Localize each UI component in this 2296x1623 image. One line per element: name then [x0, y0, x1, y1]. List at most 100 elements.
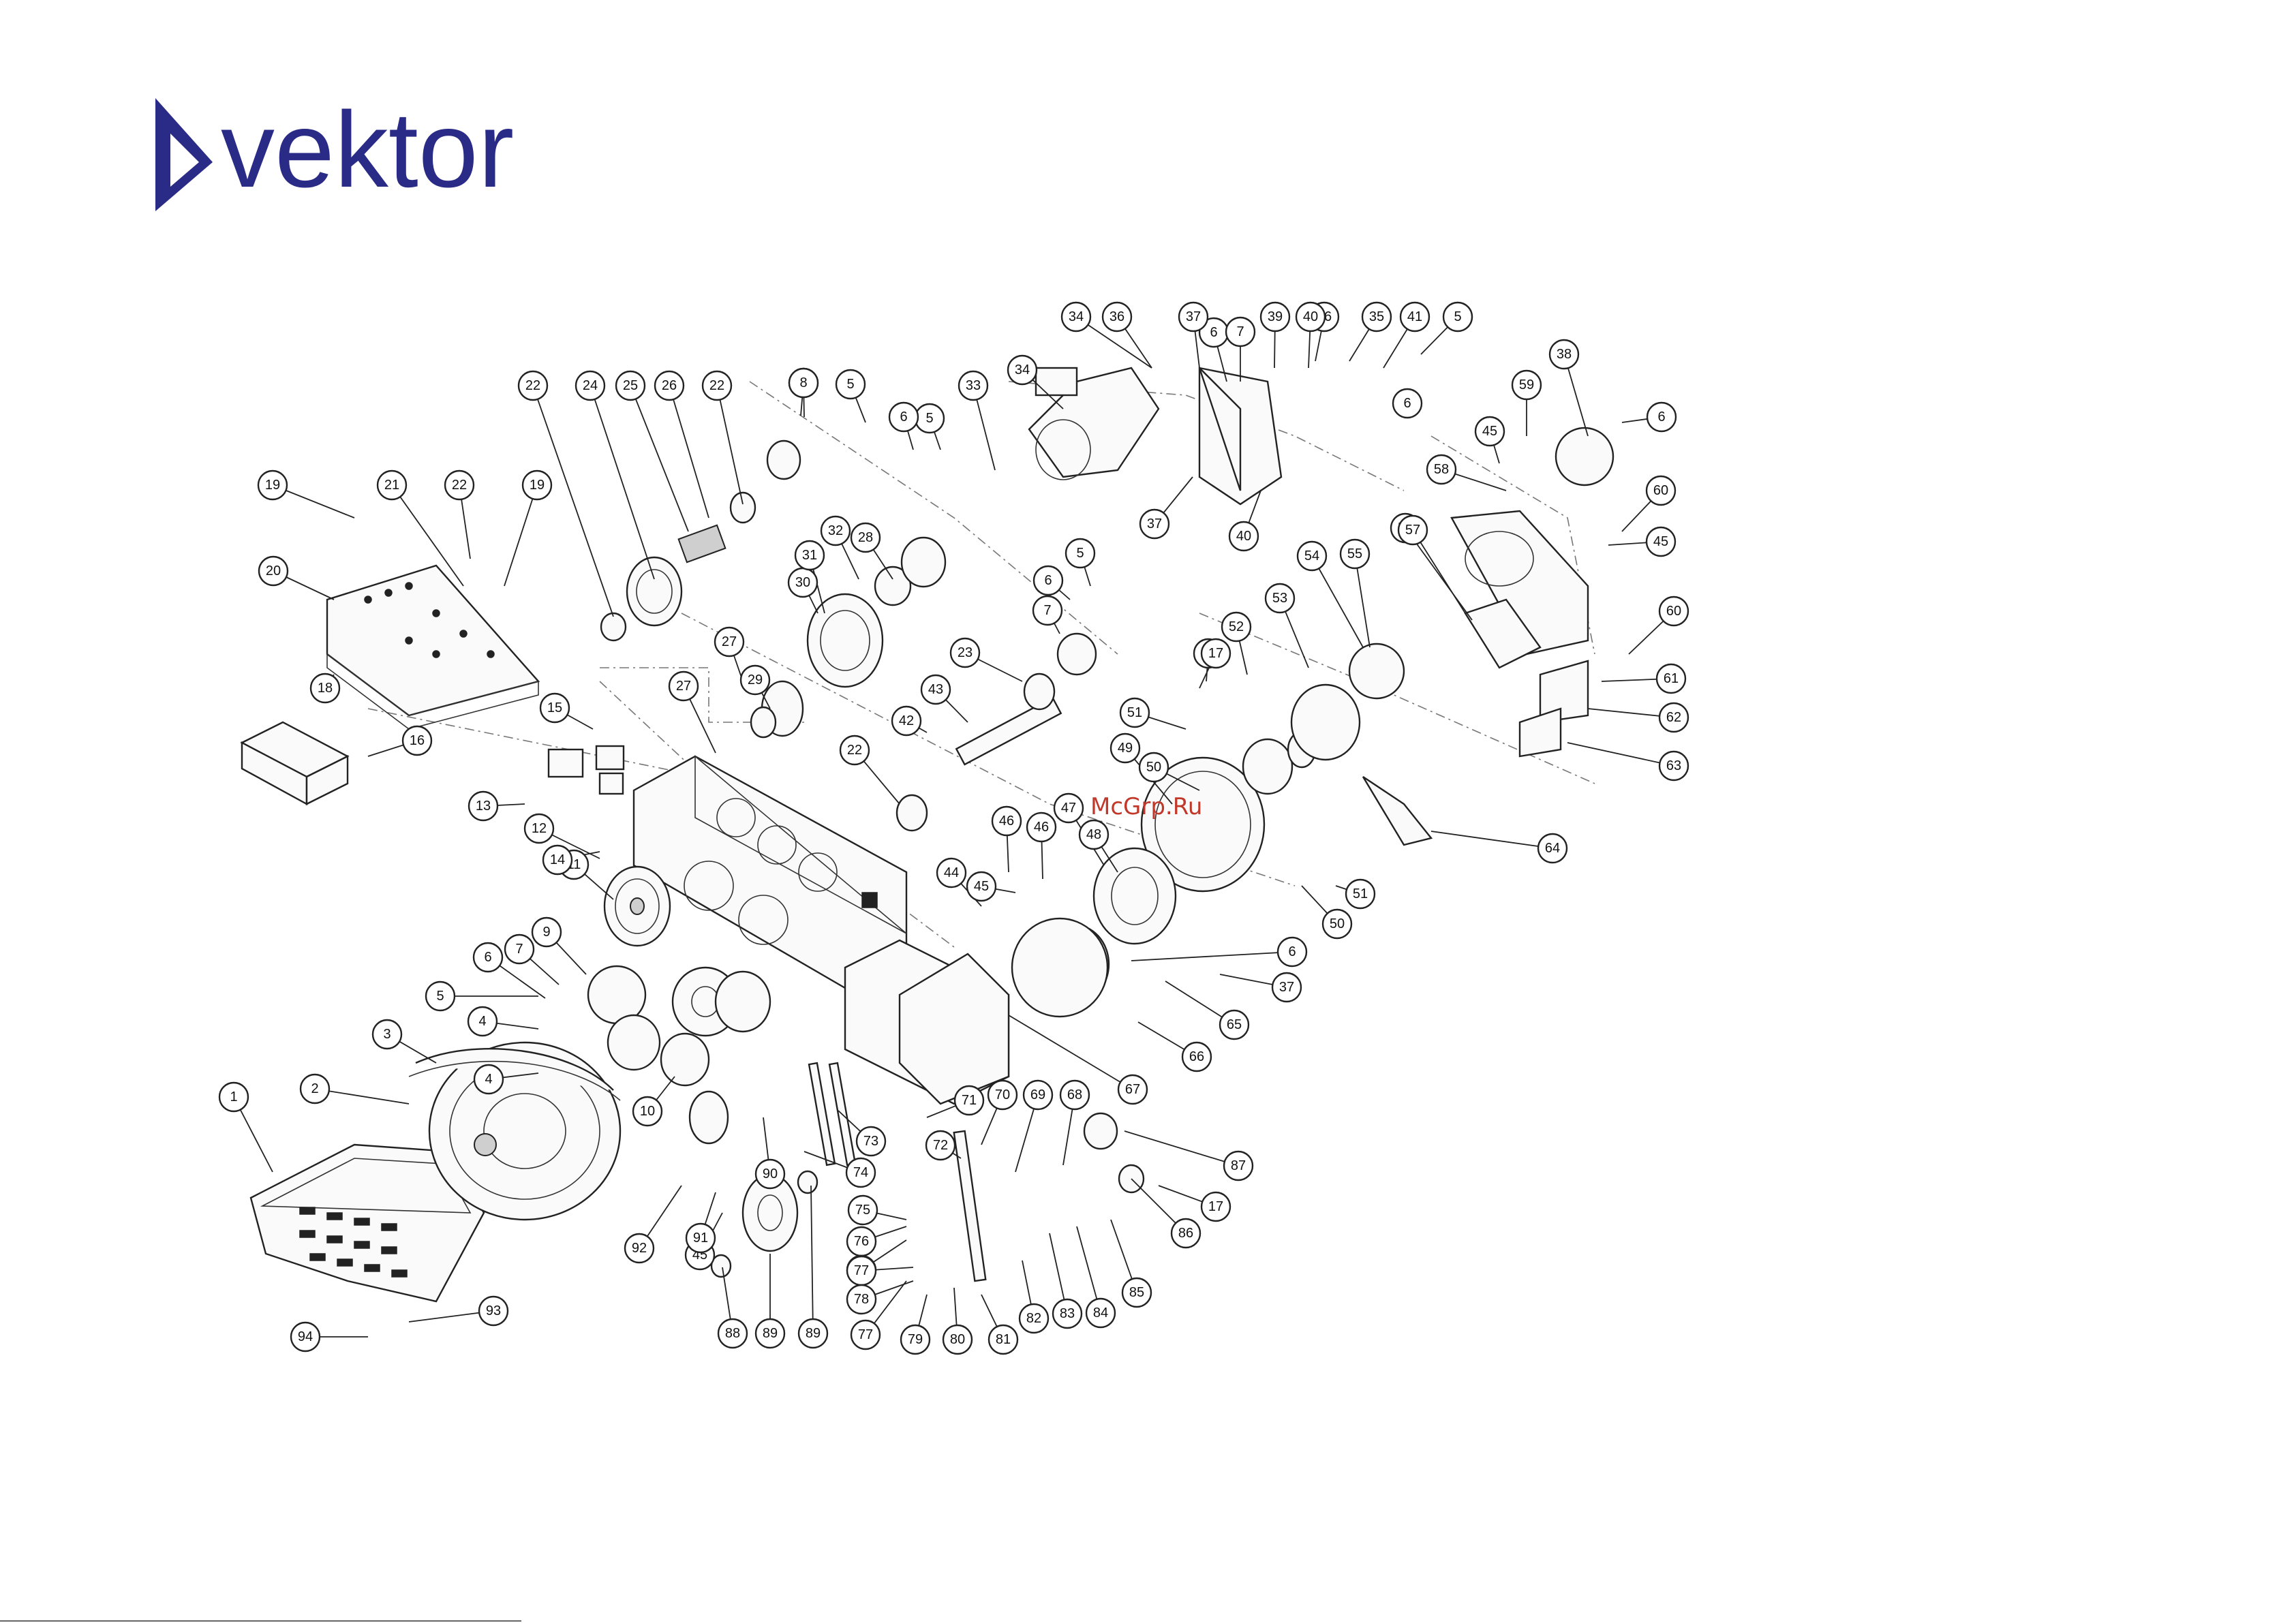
callout-13: 13: [468, 790, 499, 822]
callout-bubble: [739, 664, 771, 696]
callout-number: 25: [623, 378, 638, 393]
callout-53: 53: [1264, 583, 1296, 614]
callout-number: 61: [1664, 671, 1679, 686]
callout-bubble: [900, 1324, 931, 1355]
callout-5: 5: [425, 980, 456, 1012]
leader-line: [1412, 529, 1466, 614]
callout-46: 46: [991, 805, 1022, 837]
callout-86: 86: [1170, 1218, 1201, 1249]
part-small-pulley: [603, 865, 671, 947]
callout-50: 50: [1138, 752, 1169, 783]
callout-1: 1: [218, 1081, 249, 1113]
callout-number: 17: [1208, 646, 1223, 661]
callout-number: 22: [525, 378, 540, 393]
callout-number: 10: [640, 1104, 655, 1119]
callout-number: 19: [530, 478, 545, 493]
callout-number: 46: [999, 814, 1014, 829]
part-output-shaft: [896, 632, 1097, 832]
callout-41: 41: [1399, 301, 1430, 333]
callout-number: 32: [828, 523, 843, 538]
callout-bubble: [1426, 454, 1457, 485]
callout-bubble: [290, 1321, 321, 1352]
callout-63: 63: [1658, 750, 1689, 782]
callout-4: 4: [473, 1064, 504, 1095]
callout-36: 36: [1101, 301, 1133, 333]
callout-52: 52: [1221, 611, 1252, 643]
callout-number: 9: [542, 925, 550, 940]
callout-88: 88: [717, 1318, 748, 1349]
callout-number: 26: [662, 378, 677, 393]
callout-28: 28: [850, 522, 881, 553]
callout-bubble: [1655, 663, 1687, 694]
callout-14: 14: [542, 844, 573, 876]
callout-21: 21: [376, 469, 408, 501]
callout-35: 35: [1361, 301, 1392, 333]
callout-27: 27: [714, 626, 745, 658]
callout-bubble: [1271, 972, 1302, 1003]
callout-bubble: [1026, 812, 1057, 843]
callout-bubble: [717, 1318, 748, 1349]
callout-number: 24: [583, 378, 598, 393]
callout-number: 71: [962, 1093, 977, 1108]
callout-12: 12: [523, 813, 555, 844]
callout-89: 89: [797, 1318, 829, 1349]
callout-8: 8: [788, 367, 819, 399]
callout-bubble: [444, 469, 475, 501]
callout-bubble: [1228, 521, 1259, 552]
callout-42: 42: [891, 705, 922, 737]
callout-number: 67: [1125, 1082, 1140, 1097]
callout-bubble: [1032, 565, 1064, 596]
part-gears-left: [600, 491, 884, 688]
callout-94: 94: [290, 1321, 321, 1352]
callout-number: 94: [298, 1329, 313, 1344]
callout-number: 13: [476, 799, 491, 814]
callout-bubble: [1052, 1298, 1083, 1329]
callout-45: 45: [1645, 526, 1677, 557]
callout-number: 4: [478, 1014, 486, 1029]
callout-bubble: [1397, 514, 1428, 546]
callout-bubble: [1065, 538, 1096, 569]
callout-number: 5: [1076, 546, 1084, 561]
callout-number: 40: [1303, 309, 1318, 324]
callout-bubble: [632, 1096, 663, 1127]
part-bearing-covers: [587, 965, 739, 1087]
callout-4: 4: [467, 1006, 498, 1037]
callout-15: 15: [539, 692, 570, 724]
callout-bubble: [936, 857, 967, 888]
callout-number: 34: [1069, 309, 1084, 324]
callout-82: 82: [1018, 1303, 1050, 1334]
callout-10: 10: [632, 1096, 663, 1127]
callout-37: 37: [1271, 972, 1302, 1003]
callout-bubble: [542, 844, 573, 876]
callout-bubble: [850, 522, 881, 553]
leader-line: [532, 385, 614, 617]
callout-2: 2: [299, 1073, 331, 1104]
callout-number: 18: [318, 681, 333, 696]
callout-bubble: [299, 1073, 331, 1104]
callout-20: 20: [258, 555, 289, 587]
callout-bubble: [517, 370, 549, 401]
callout-number: 45: [1653, 534, 1668, 549]
callout-25: 25: [615, 370, 646, 401]
callout-bubble: [845, 1157, 876, 1188]
part-pinion-shaft: [750, 439, 947, 739]
callout-bubble: [1399, 301, 1430, 333]
callout-34: 34: [1007, 354, 1038, 386]
callout-79: 79: [900, 1324, 931, 1355]
callout-83: 83: [1052, 1298, 1083, 1329]
callout-81: 81: [988, 1324, 1019, 1355]
callout-5: 5: [1065, 538, 1096, 569]
callout-44: 44: [936, 857, 967, 888]
callout-55: 55: [1339, 538, 1371, 570]
callout-bubble: [309, 673, 341, 704]
leader-line: [1075, 316, 1152, 369]
callout-bubble: [1361, 301, 1392, 333]
callout-45: 45: [1474, 416, 1505, 447]
callout-number: 66: [1189, 1049, 1204, 1064]
callout-62: 62: [1658, 702, 1689, 733]
callout-bubble: [218, 1081, 249, 1113]
callout-bubble: [1645, 526, 1677, 557]
callout-number: 60: [1666, 604, 1681, 619]
callout-30: 30: [787, 567, 818, 598]
callout-bubble: [371, 1019, 403, 1050]
